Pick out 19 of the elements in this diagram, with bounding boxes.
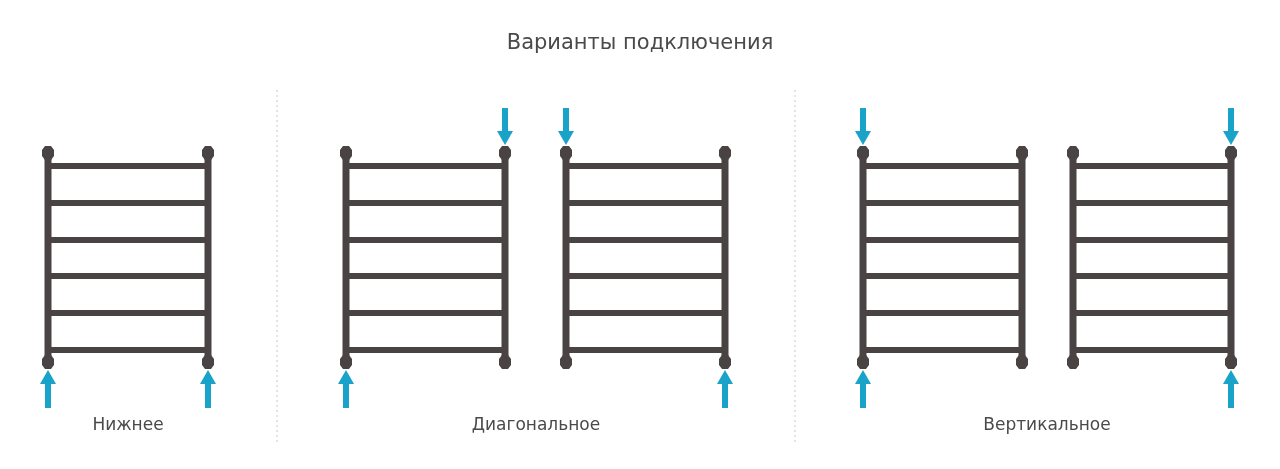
group-caption: Диагональное — [471, 414, 601, 434]
flow-arrow — [558, 108, 574, 145]
flow-arrow — [717, 370, 733, 408]
towel-rail-drawing — [1067, 146, 1237, 369]
flow-arrow — [855, 370, 871, 408]
towel-rail-drawing — [560, 146, 731, 369]
flow-arrow — [338, 370, 354, 408]
flow-arrow — [200, 370, 216, 408]
towel-rail-drawing — [857, 146, 1028, 369]
flow-arrow — [1223, 108, 1239, 145]
group-caption: Вертикальное — [983, 414, 1111, 434]
flow-arrow — [1223, 370, 1239, 408]
diagram-title: Варианты подключения — [506, 30, 774, 54]
group-caption: Нижнее — [92, 414, 164, 434]
flow-arrow — [40, 370, 56, 408]
flow-arrow — [497, 108, 513, 145]
towel-rail-drawing — [42, 146, 214, 369]
flow-arrow — [855, 108, 871, 145]
towel-rail-drawing — [340, 146, 511, 369]
